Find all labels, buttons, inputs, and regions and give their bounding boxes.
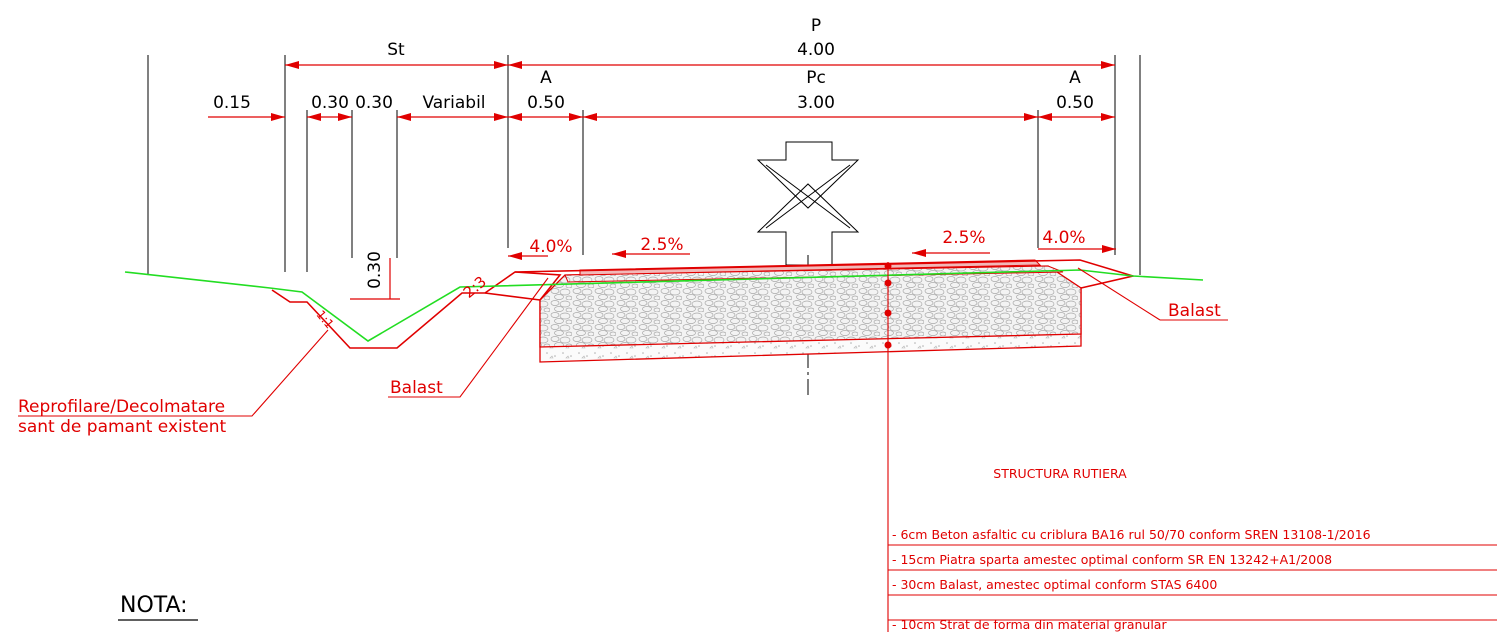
- dim-a-left-value: 0.50: [527, 93, 565, 113]
- structure-title: STRUCTURA RUTIERA: [993, 466, 1127, 481]
- slope-left-lane: 2.5%: [640, 235, 683, 255]
- existing-terrain: [124, 269, 1204, 342]
- dim-p-label: P: [811, 16, 821, 36]
- slope-arrows: [508, 245, 1116, 260]
- dim-a-right-value: 0.50: [1056, 93, 1094, 113]
- layer-item-crushed-stone: - 15cm Piatra sparta amestec optimal con…: [892, 552, 1332, 567]
- dim-ditch-left: 0.30: [311, 93, 349, 113]
- slope-right-shoulder: 4.0%: [1042, 228, 1085, 248]
- layer-item-ballast: - 30cm Balast, amestec optimal conform S…: [892, 577, 1217, 592]
- label-ditch-line2: sant de pamant existent: [18, 417, 227, 437]
- slope-left-shoulder: 4.0%: [529, 237, 572, 257]
- dimension-lines: [208, 61, 1115, 300]
- dim-pc-value: 3.00: [797, 93, 835, 113]
- nota-heading: NOTA:: [120, 593, 188, 618]
- slope-embankment: 2:3: [460, 273, 490, 302]
- road-structure: [539, 259, 1082, 363]
- dim-p-value: 4.00: [797, 40, 835, 60]
- extension-lines: [147, 55, 1141, 275]
- dim-a-left-label: A: [540, 68, 552, 88]
- layer-item-asphalt: - 6cm Beton asfaltic cu criblura BA16 ru…: [892, 527, 1371, 542]
- layer-item-granular: - 10cm Strat de forma din material granu…: [892, 617, 1167, 632]
- dim-variable: Variabil: [422, 93, 485, 113]
- dim-left-berm: 0.15: [213, 93, 251, 113]
- label-balast-left: Balast: [390, 378, 443, 398]
- dim-ditch-depth: 0.30: [365, 251, 385, 289]
- slope-right-lane: 2.5%: [942, 228, 985, 248]
- layer-list: [888, 544, 1497, 621]
- dim-pc-label: Pc: [806, 68, 826, 88]
- slope-ditch: 1:1: [313, 308, 336, 332]
- dim-ditch-right: 0.30: [355, 93, 393, 113]
- label-balast-right: Balast: [1168, 301, 1221, 321]
- dim-a-right-label: A: [1069, 68, 1081, 88]
- section-profile: [271, 259, 1137, 349]
- label-ditch-line1: Reprofilare/Decolmatare: [18, 397, 225, 417]
- dim-st-label: St: [387, 40, 405, 60]
- leader-dots: [884, 262, 892, 349]
